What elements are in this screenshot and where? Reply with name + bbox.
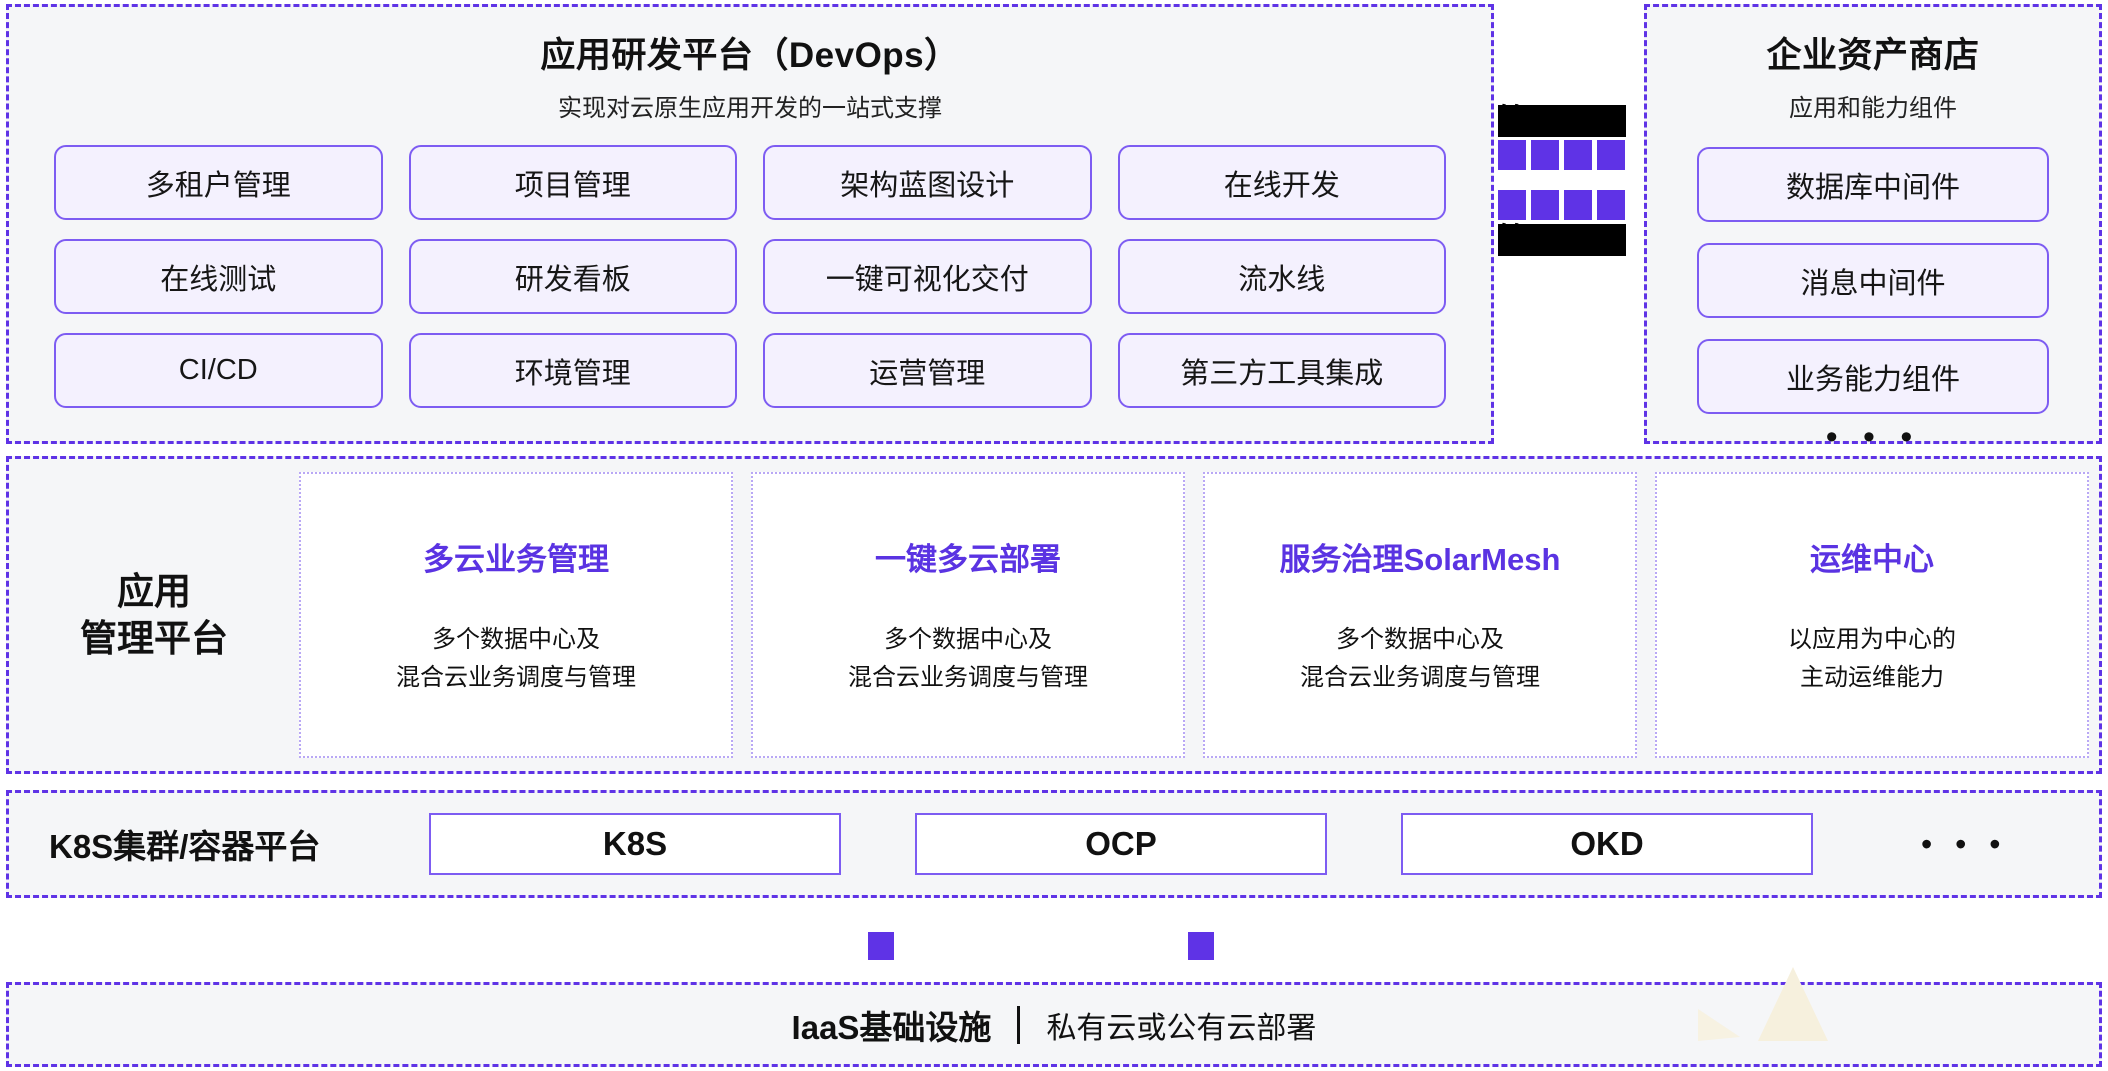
devops-platform-panel: 应用研发平台（DevOps） 实现对云原生应用开发的一站式支撑 多租户管理 项目… xyxy=(6,4,1494,444)
devops-chip-environment-management[interactable]: 环境管理 xyxy=(408,333,737,408)
connector-square-row-bottom xyxy=(1498,190,1625,220)
app-card-description: 多个数据中心及 混合云业务调度与管理 xyxy=(848,621,1088,695)
connector-square-left xyxy=(868,932,894,960)
connector-square-right xyxy=(1188,932,1214,960)
application-management-cards: 多云业务管理 多个数据中心及 混合云业务调度与管理 一键多云部署 多个数据中心及… xyxy=(299,472,2099,758)
application-management-label: 应用 管理平台 xyxy=(9,568,299,663)
asset-store-more-ellipsis-icon: • • • xyxy=(1825,418,1921,456)
connector-square xyxy=(1597,140,1625,170)
asset-store-subtitle: 应用和能力组件 xyxy=(1789,95,1957,122)
connector-square xyxy=(1531,140,1559,170)
app-card-desc-line1: 以应用为中心的 xyxy=(1788,626,1956,654)
k8s-chip-k8s[interactable]: K8S xyxy=(429,813,841,875)
app-card-multicloud-business-management[interactable]: 多云业务管理 多个数据中心及 混合云业务调度与管理 xyxy=(299,472,733,758)
enterprise-asset-store-panel: 企业资产商店 应用和能力组件 数据库中间件 消息中间件 业务能力组件 • • • xyxy=(1644,4,2102,454)
app-mgmt-label-line1: 应用 xyxy=(117,570,191,612)
app-card-desc-line2: 混合云业务调度与管理 xyxy=(848,663,1088,691)
redacted-connector-column: 管 管 xyxy=(1494,0,1640,448)
devops-chip-pipeline[interactable]: 流水线 xyxy=(1117,239,1446,314)
app-card-service-governance-solarmesh[interactable]: 服务治理SolarMesh 多个数据中心及 混合云业务调度与管理 xyxy=(1203,472,1637,758)
devops-chip-online-testing[interactable]: 在线测试 xyxy=(54,239,383,314)
devops-chip-online-development[interactable]: 在线开发 xyxy=(1117,145,1446,220)
connector-square xyxy=(1564,190,1592,220)
iaas-infrastructure-panel: IaaS基础设施 私有云或公有云部署 xyxy=(6,982,2102,1067)
connector-square-row-top xyxy=(1498,140,1625,170)
devops-chip-visual-delivery[interactable]: 一键可视化交付 xyxy=(763,239,1092,314)
devops-chip-multi-tenant[interactable]: 多租户管理 xyxy=(54,145,383,220)
iaas-title: IaaS基础设施 xyxy=(791,1008,992,1046)
app-card-desc-line2: 混合云业务调度与管理 xyxy=(1300,663,1540,691)
redacted-text-bar-top: 管 xyxy=(1498,105,1626,137)
k8s-platform-list: K8S OCP OKD • • • xyxy=(429,813,2081,875)
app-card-title: 一键多云部署 xyxy=(875,542,1061,578)
connector-square xyxy=(1498,190,1526,220)
app-card-desc-line2: 主动运维能力 xyxy=(1800,663,1944,691)
iaas-subtitle: 私有云或公有云部署 xyxy=(1046,1011,1317,1045)
devops-chip-project-management[interactable]: 项目管理 xyxy=(408,145,737,220)
app-mgmt-label-line2: 管理平台 xyxy=(80,618,228,659)
devops-panel-subtitle: 实现对云原生应用开发的一站式支撑 xyxy=(558,95,942,122)
redacted-text-bar-bottom: 管 xyxy=(1498,224,1626,256)
app-card-desc-line2: 混合云业务调度与管理 xyxy=(396,663,636,691)
app-card-desc-line1: 多个数据中心及 xyxy=(432,626,600,654)
app-card-one-click-multicloud-deployment[interactable]: 一键多云部署 多个数据中心及 混合云业务调度与管理 xyxy=(751,472,1185,758)
app-card-title: 多云业务管理 xyxy=(423,542,609,578)
connector-square xyxy=(1498,140,1526,170)
application-management-panel: 应用 管理平台 多云业务管理 多个数据中心及 混合云业务调度与管理 一键多云部署… xyxy=(6,456,2102,774)
app-card-title: 服务治理SolarMesh xyxy=(1279,542,1561,578)
devops-chip-dev-kanban[interactable]: 研发看板 xyxy=(408,239,737,314)
devops-chip-third-party-integration[interactable]: 第三方工具集成 xyxy=(1117,333,1446,408)
devops-chip-ci-cd[interactable]: CI/CD xyxy=(54,333,383,408)
asset-store-title: 企业资产商店 xyxy=(1766,36,1980,75)
devops-chip-architecture-blueprint[interactable]: 架构蓝图设计 xyxy=(763,145,1092,220)
devops-panel-title: 应用研发平台（DevOps） xyxy=(540,36,960,75)
redacted-peek-char-bottom: 管 xyxy=(1498,223,1528,256)
k8s-panel-label: K8S集群/容器平台 xyxy=(49,828,321,865)
devops-capability-grid: 多租户管理 项目管理 架构蓝图设计 在线开发 在线测试 研发看板 一键可视化交付… xyxy=(54,145,1446,408)
iaas-divider xyxy=(1017,1005,1021,1044)
k8s-chip-okd[interactable]: OKD xyxy=(1401,813,1813,875)
asset-store-list: 数据库中间件 消息中间件 业务能力组件 xyxy=(1697,147,2049,414)
asset-chip-message-middleware[interactable]: 消息中间件 xyxy=(1697,243,2049,318)
app-card-desc-line1: 多个数据中心及 xyxy=(884,626,1052,654)
k8s-chip-ocp[interactable]: OCP xyxy=(915,813,1327,875)
app-card-description: 以应用为中心的 主动运维能力 xyxy=(1788,621,1956,695)
app-card-operations-center[interactable]: 运维中心 以应用为中心的 主动运维能力 xyxy=(1655,472,2089,758)
connector-square xyxy=(1597,190,1625,220)
app-card-title: 运维中心 xyxy=(1810,542,1934,578)
redacted-peek-char-top: 管 xyxy=(1498,104,1528,137)
connector-square xyxy=(1564,140,1592,170)
app-card-desc-line1: 多个数据中心及 xyxy=(1336,626,1504,654)
app-card-description: 多个数据中心及 混合云业务调度与管理 xyxy=(1300,621,1540,695)
connector-square xyxy=(1531,190,1559,220)
devops-chip-operations-management[interactable]: 运营管理 xyxy=(763,333,1092,408)
asset-chip-business-capability-component[interactable]: 业务能力组件 xyxy=(1697,339,2049,414)
k8s-cluster-platform-panel: K8S集群/容器平台 K8S OCP OKD • • • xyxy=(6,790,2102,898)
asset-chip-database-middleware[interactable]: 数据库中间件 xyxy=(1697,147,2049,222)
k8s-more-ellipsis-icon: • • • xyxy=(1921,825,2008,862)
app-card-description: 多个数据中心及 混合云业务调度与管理 xyxy=(396,621,636,695)
